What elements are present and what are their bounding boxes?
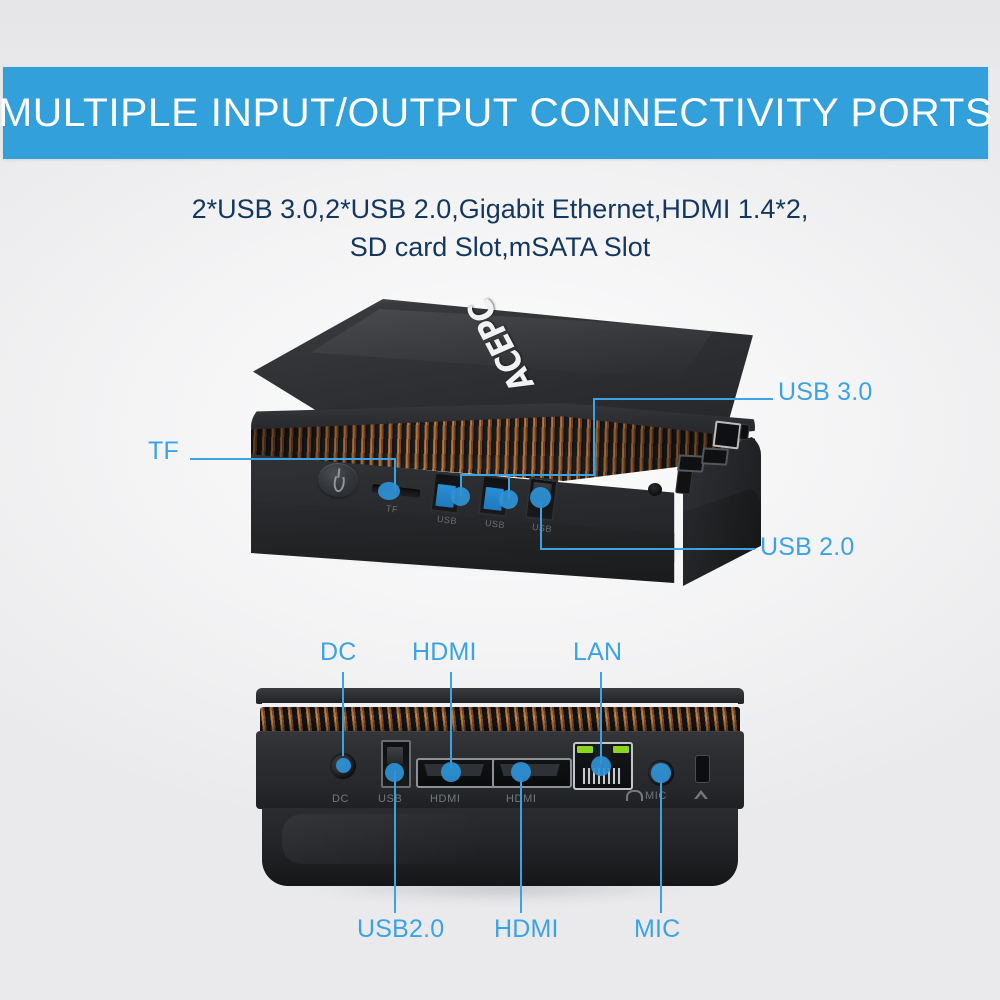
callout-label-usb20: USB 2.0 (760, 533, 855, 561)
background-top-strip (0, 0, 1000, 68)
callout-dot-usb30-1 (451, 487, 470, 506)
rear-tag-usb: USB (378, 793, 403, 805)
callout-line-hdmi-top (450, 672, 452, 768)
callout-dot-usb20 (530, 487, 551, 508)
callout-line-usb20-v (540, 503, 542, 549)
lan-led-left-icon (577, 746, 593, 753)
lan-clip (595, 744, 611, 758)
callout-dot-tf (378, 482, 400, 500)
kensington-lock-slot (695, 755, 710, 783)
callout-label-lan: LAN (573, 638, 623, 666)
callout-line-tf-v (394, 458, 396, 491)
callout-line-usb30-h (593, 398, 773, 400)
callout-label-usb30: USB 3.0 (778, 378, 873, 406)
rear-tag-mic: MIC (645, 790, 667, 802)
callout-line-usb30-h2 (460, 474, 595, 476)
headphone-icon (626, 790, 643, 801)
hdmi-port-rear-2[interactable] (492, 758, 572, 788)
subtitle-line-2: SD card Slot,mSATA Slot (349, 232, 651, 262)
hdmi-port-top-device-2[interactable] (700, 447, 730, 466)
callout-dot-mic (651, 763, 671, 783)
subtitle-line-1: 2*USB 3.0,2*USB 2.0,Gigabit Ethernet,HDM… (191, 194, 809, 224)
bottom-device-lid-gap (262, 703, 738, 708)
callout-line-lan (600, 672, 602, 764)
callout-line-dc (342, 672, 344, 756)
lan-port-top-device[interactable] (712, 420, 742, 450)
rear-tag-hdmi-1: HDMI (430, 793, 461, 805)
lan-ethernet-port[interactable] (573, 742, 633, 790)
callout-dot-hdmi-top (441, 762, 461, 782)
lan-led-right-icon (613, 746, 629, 753)
callout-label-usb20-bottom: USB2.0 (357, 915, 445, 943)
bottom-device-vent-grille (260, 707, 740, 733)
callout-dot-dc (336, 758, 351, 773)
callout-label-tf: TF (148, 437, 179, 465)
callout-label-hdmi-top: HDMI (412, 638, 477, 666)
callout-line-usb30-v1 (593, 398, 595, 476)
callout-line-usb30-v2 (460, 474, 462, 496)
bottom-device-base (262, 808, 738, 886)
usb20-rear-tongue (387, 747, 403, 764)
bottom-device-lid (256, 688, 744, 704)
lock-slot-top-device (739, 423, 750, 441)
rear-tag-dc: DC (332, 793, 350, 805)
callout-dot-hdmi-bottom (511, 762, 531, 782)
callout-label-dc: DC (320, 638, 357, 666)
callout-line-tf-h (190, 458, 395, 460)
callout-dot-lan (591, 756, 611, 776)
callout-dot-usb20-bottom (385, 763, 404, 782)
bottom-device-vent-shading (260, 707, 740, 733)
callout-dot-usb30-2 (499, 490, 518, 509)
callout-label-hdmi-bottom: HDMI (494, 915, 559, 943)
header-banner: MULTIPLE INPUT/OUTPUT CONNECTIVITY PORTS (0, 67, 992, 159)
callout-line-usb20-bottom (394, 770, 396, 913)
bottom-device-body (252, 688, 748, 906)
callout-line-usb20-h (540, 548, 755, 550)
port-tag-tf: TF (385, 503, 399, 515)
bottom-device-base-highlight (282, 814, 482, 864)
callout-line-mic (660, 780, 662, 913)
callout-label-mic: MIC (634, 915, 681, 943)
header-title: MULTIPLE INPUT/OUTPUT CONNECTIVITY PORTS (0, 90, 993, 135)
lock-triangle-icon (694, 790, 708, 799)
callout-line-hdmi-bottom (520, 778, 522, 913)
callout-line-usb30-v3 (508, 474, 510, 498)
subtitle-block: 2*USB 3.0,2*USB 2.0,Gigabit Ethernet,HDM… (0, 190, 1000, 266)
